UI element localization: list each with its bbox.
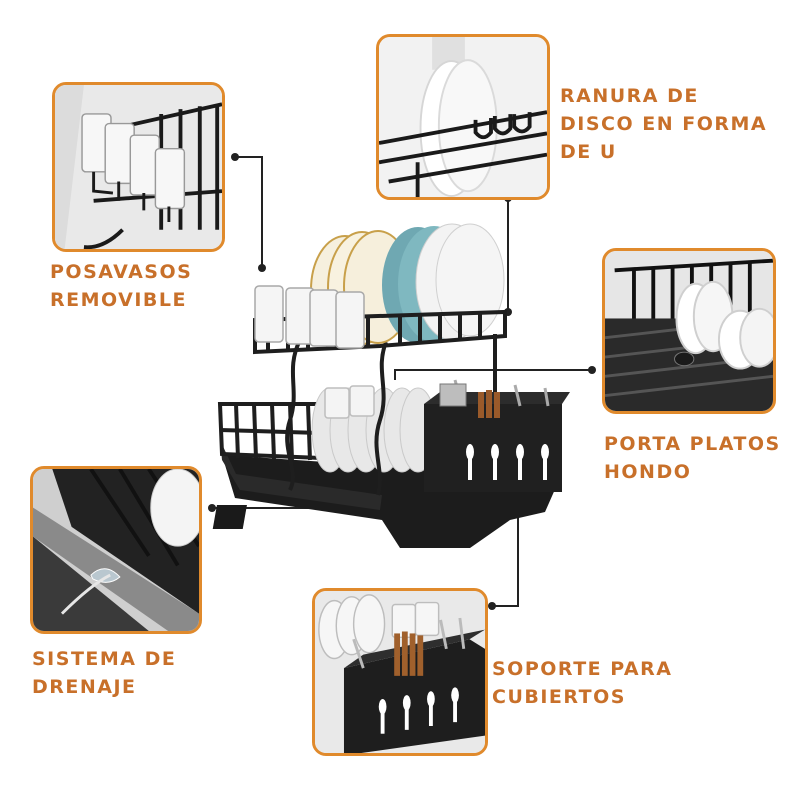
label-line: DISCO EN FORMA: [560, 113, 768, 135]
label-line: SISTEMA DE: [32, 648, 177, 670]
label-line: SOPORTE PARA: [492, 658, 673, 680]
connector-posavasos: [235, 156, 263, 268]
label-sistema: SISTEMA DE DRENAJE: [32, 645, 176, 701]
connector-soporte: [492, 500, 519, 607]
connector-dot: [208, 504, 216, 512]
deep-plate-detail: [602, 248, 776, 414]
label-posavasos: POSAVASOS REMOVIBLE: [50, 258, 192, 314]
label-line: POSAVASOS: [50, 261, 193, 283]
label-line: HONDO: [604, 461, 692, 483]
connector-dot: [488, 602, 496, 610]
connector-dot: [588, 366, 596, 374]
label-line: PORTA PLATOS: [604, 433, 781, 455]
label-soporte: SOPORTE PARA CUBIERTOS: [492, 655, 672, 711]
cutlery-detail: [312, 588, 488, 756]
connector-porta: [394, 369, 592, 380]
label-line: DE U: [560, 141, 617, 163]
label-porta-platos: PORTA PLATOS HONDO: [604, 430, 781, 486]
connector-dot: [258, 264, 266, 272]
label-line: CUBIERTOS: [492, 686, 626, 708]
label-line: REMOVIBLE: [50, 289, 187, 311]
label-ranura: RANURA DE DISCO EN FORMA DE U: [560, 82, 767, 166]
u-slot-detail: [376, 34, 550, 200]
connector-dot: [231, 153, 239, 161]
cup-holder-detail: [52, 82, 225, 252]
drainage-detail: [30, 466, 202, 634]
label-line: RANURA DE: [560, 85, 699, 107]
label-line: DRENAJE: [32, 676, 137, 698]
